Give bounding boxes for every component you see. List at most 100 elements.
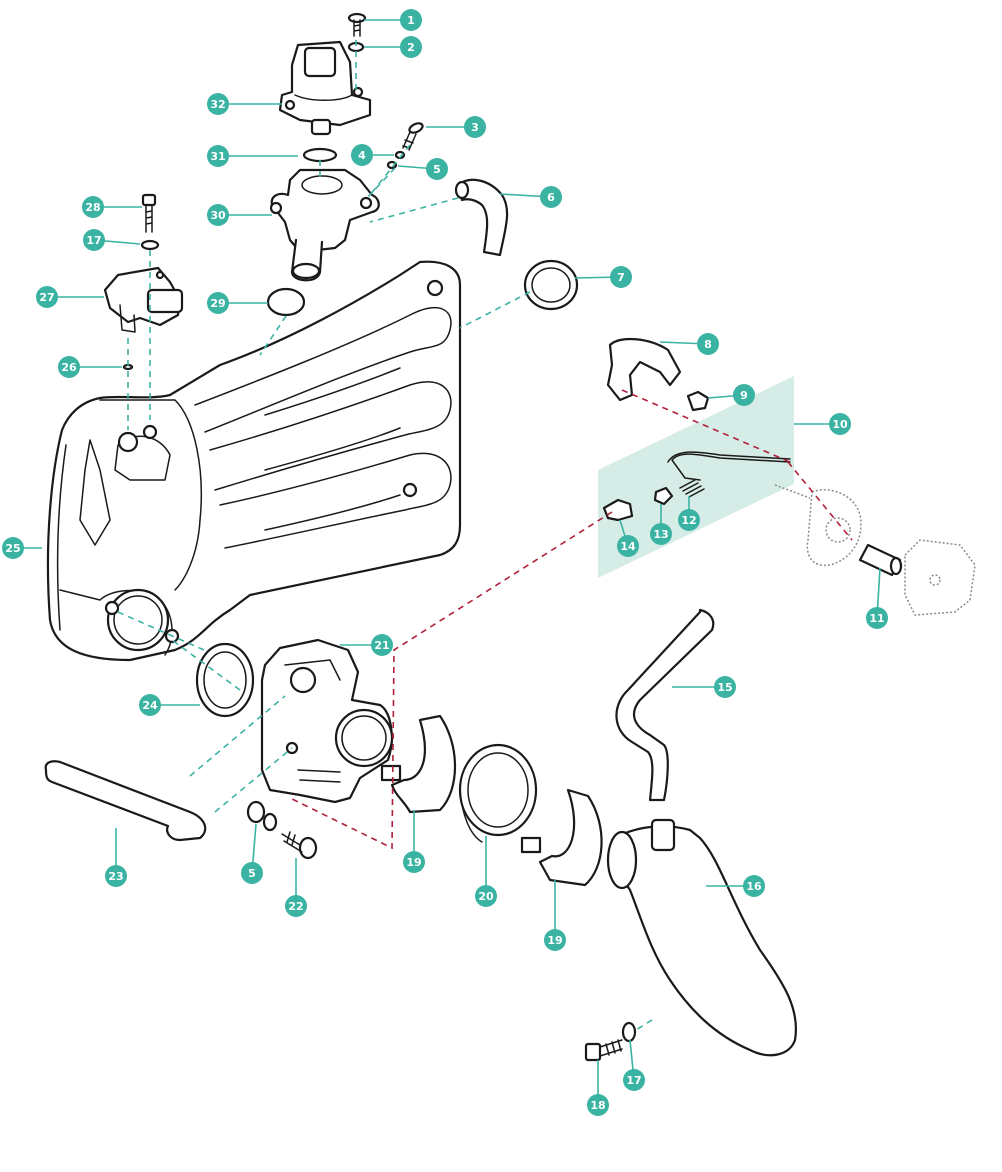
callout-bubble	[866, 607, 888, 629]
callout-number: 29	[210, 297, 225, 310]
hose-clamp-19-left	[380, 714, 456, 814]
callout-5b: 5	[241, 862, 263, 884]
callout-number: 21	[374, 639, 389, 652]
intake-manifold	[46, 260, 462, 662]
callout-number: 11	[869, 612, 884, 625]
callout-bubble	[2, 537, 24, 559]
callout-14: 14	[617, 535, 639, 557]
callout-number: 6	[547, 191, 555, 204]
assembly-lines-teal	[117, 40, 653, 1031]
callout-32: 32	[207, 93, 229, 115]
callout-group: 1234567891011121314151617171819192021222…	[2, 9, 888, 1116]
assembly-lines-red	[289, 389, 853, 850]
callout-bubble	[650, 523, 672, 545]
callout-number: 19	[406, 856, 421, 869]
callout-number: 5	[248, 867, 256, 880]
o-ring-31	[302, 147, 338, 163]
hose-23	[44, 760, 207, 842]
callout-24: 24	[139, 694, 161, 716]
map-sensor-27	[103, 266, 184, 333]
washer-5-lower-a	[246, 800, 266, 824]
callout-number: 23	[108, 870, 123, 883]
rubber-connector-20	[458, 743, 538, 843]
washer-5-upper	[386, 160, 398, 170]
bolt-28	[141, 193, 157, 233]
callout-19b: 19	[544, 929, 566, 951]
callout-bubble	[241, 862, 263, 884]
callout-22: 22	[285, 895, 307, 917]
callout-26: 26	[58, 356, 80, 378]
o-ring-29	[266, 287, 306, 317]
air-duct-16	[610, 825, 797, 1057]
callout-bubble	[105, 865, 127, 887]
callout-number: 19	[547, 934, 562, 947]
callout-bubble	[623, 1069, 645, 1091]
callout-13: 13	[650, 523, 672, 545]
callout-17b: 17	[623, 1069, 645, 1091]
callout-bubble	[207, 292, 229, 314]
bracket-8	[606, 337, 682, 402]
callout-27: 27	[36, 286, 58, 308]
callout-number: 3	[471, 121, 479, 134]
callout-number: 24	[142, 699, 158, 712]
callout-number: 15	[717, 681, 732, 694]
callout-number: 22	[288, 900, 303, 913]
callout-28: 28	[82, 196, 104, 218]
callout-number: 4	[358, 149, 366, 162]
throttle-body-21	[260, 638, 394, 804]
callout-17a: 17	[83, 229, 105, 251]
callout-23: 23	[105, 865, 127, 887]
callout-bubble	[464, 116, 486, 138]
callout-bubble	[610, 266, 632, 288]
callout-number: 14	[620, 540, 636, 553]
callout-3: 3	[464, 116, 486, 138]
callout-bubble	[743, 875, 765, 897]
callout-number: 5	[433, 163, 441, 176]
callout-bubble	[207, 93, 229, 115]
hose-15	[615, 608, 715, 802]
callout-number: 26	[61, 361, 77, 374]
callout-11: 11	[866, 607, 888, 629]
callout-19a: 19	[403, 851, 425, 873]
callout-number: 13	[653, 528, 668, 541]
washer-17-upper	[140, 239, 160, 251]
callout-15: 15	[714, 676, 736, 698]
callout-bubble	[426, 158, 448, 180]
callout-bubble	[403, 851, 425, 873]
nut-13	[653, 486, 674, 506]
callout-bubble	[83, 229, 105, 251]
callout-bubble	[540, 186, 562, 208]
clamp-24	[195, 642, 255, 718]
callout-bubble	[544, 929, 566, 951]
callout-bubble	[617, 535, 639, 557]
clip-9	[686, 390, 710, 412]
callout-number: 18	[590, 1099, 605, 1112]
callout-bubble	[400, 36, 422, 58]
callout-2: 2	[400, 36, 422, 58]
callout-25: 25	[2, 537, 24, 559]
callout-number: 27	[39, 291, 54, 304]
callout-9: 9	[733, 384, 755, 406]
callout-5a: 5	[426, 158, 448, 180]
callout-bubble	[587, 1094, 609, 1116]
callout-number: 17	[626, 1074, 641, 1087]
callout-bubble	[207, 204, 229, 226]
valve-housing	[269, 168, 380, 282]
callout-number: 1	[407, 14, 415, 27]
callout-number: 12	[681, 514, 696, 527]
callout-bubble	[714, 676, 736, 698]
callout-21: 21	[371, 634, 393, 656]
callout-bubble	[400, 9, 422, 31]
callout-bubble	[733, 384, 755, 406]
clamp-ring-7	[523, 259, 579, 311]
callout-number: 2	[407, 41, 415, 54]
callout-bubble	[351, 144, 373, 166]
spring-12	[679, 479, 705, 498]
callout-bubble	[36, 286, 58, 308]
hose-elbow-6	[456, 178, 509, 257]
callout-number: 32	[210, 98, 225, 111]
washer-17-lower	[621, 1021, 637, 1043]
callout-number: 25	[5, 542, 20, 555]
